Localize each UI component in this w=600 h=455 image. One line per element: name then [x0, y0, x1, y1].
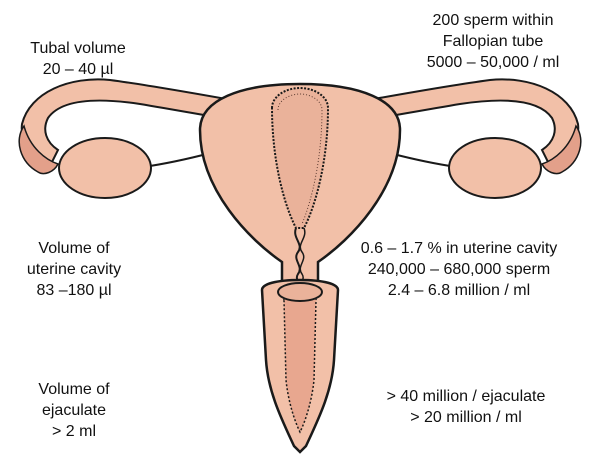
uterine-cavity-sperm-line-1: 0.6 – 1.7 % in uterine cavity	[320, 238, 598, 259]
ejaculate-volume-line-3: > 2 ml	[0, 421, 148, 442]
ejaculate-volume-line-2: ejaculate	[0, 400, 148, 421]
uterine-cavity-volume-line-3: 83 –180 µl	[0, 280, 148, 301]
tubal-volume-line-2: 20 – 40 µl	[4, 59, 152, 80]
cervix	[278, 283, 322, 301]
tubal-volume-label: Tubal volume 20 – 40 µl	[4, 38, 152, 80]
left-ovary	[59, 138, 151, 198]
ejaculate-volume-label: Volume of ejaculate > 2 ml	[0, 379, 148, 442]
right-ovary	[449, 138, 541, 198]
uterine-cavity-sperm-line-2: 240,000 – 680,000 sperm	[320, 259, 598, 280]
uterine-cavity-sperm-label: 0.6 – 1.7 % in uterine cavity 240,000 – …	[320, 238, 598, 301]
uterine-cavity-volume-line-1: Volume of	[0, 238, 148, 259]
fallopian-sperm-label: 200 sperm within Fallopian tube 5000 – 5…	[388, 10, 598, 73]
uterine-cavity-volume-line-2: uterine cavity	[0, 259, 148, 280]
fallopian-sperm-line-3: 5000 – 50,000 / ml	[388, 52, 598, 73]
ejaculate-sperm-line-1: > 40 million / ejaculate	[356, 386, 576, 407]
fallopian-sperm-line-1: 200 sperm within	[388, 10, 598, 31]
uterine-cavity-volume-label: Volume of uterine cavity 83 –180 µl	[0, 238, 148, 301]
tubal-volume-line-1: Tubal volume	[4, 38, 152, 59]
fallopian-sperm-line-2: Fallopian tube	[388, 31, 598, 52]
uterine-cavity-sperm-line-3: 2.4 – 6.8 million / ml	[320, 280, 598, 301]
ejaculate-sperm-label: > 40 million / ejaculate > 20 million / …	[356, 386, 576, 428]
ejaculate-volume-line-1: Volume of	[0, 379, 148, 400]
ejaculate-sperm-line-2: > 20 million / ml	[356, 407, 576, 428]
